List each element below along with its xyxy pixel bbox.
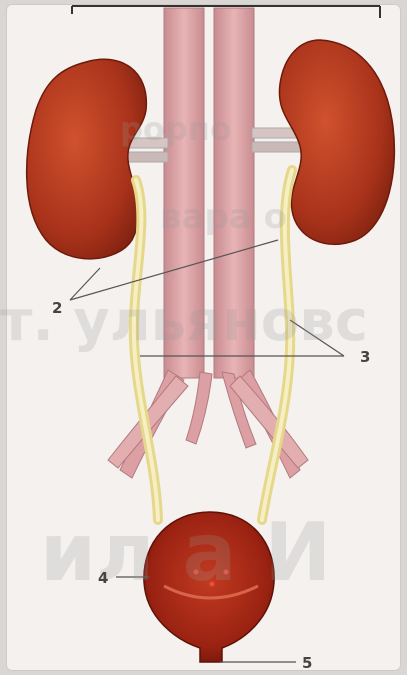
watermark-line4: ил а И (40, 506, 331, 599)
label-2: 2 (52, 299, 62, 317)
label-3: 3 (360, 348, 370, 366)
left-kidney (27, 59, 147, 259)
watermark-line2: вара о (160, 197, 287, 237)
watermark-line1: рорпо (120, 110, 232, 148)
label-5: 5 (302, 654, 312, 672)
label-4: 4 (98, 569, 108, 587)
